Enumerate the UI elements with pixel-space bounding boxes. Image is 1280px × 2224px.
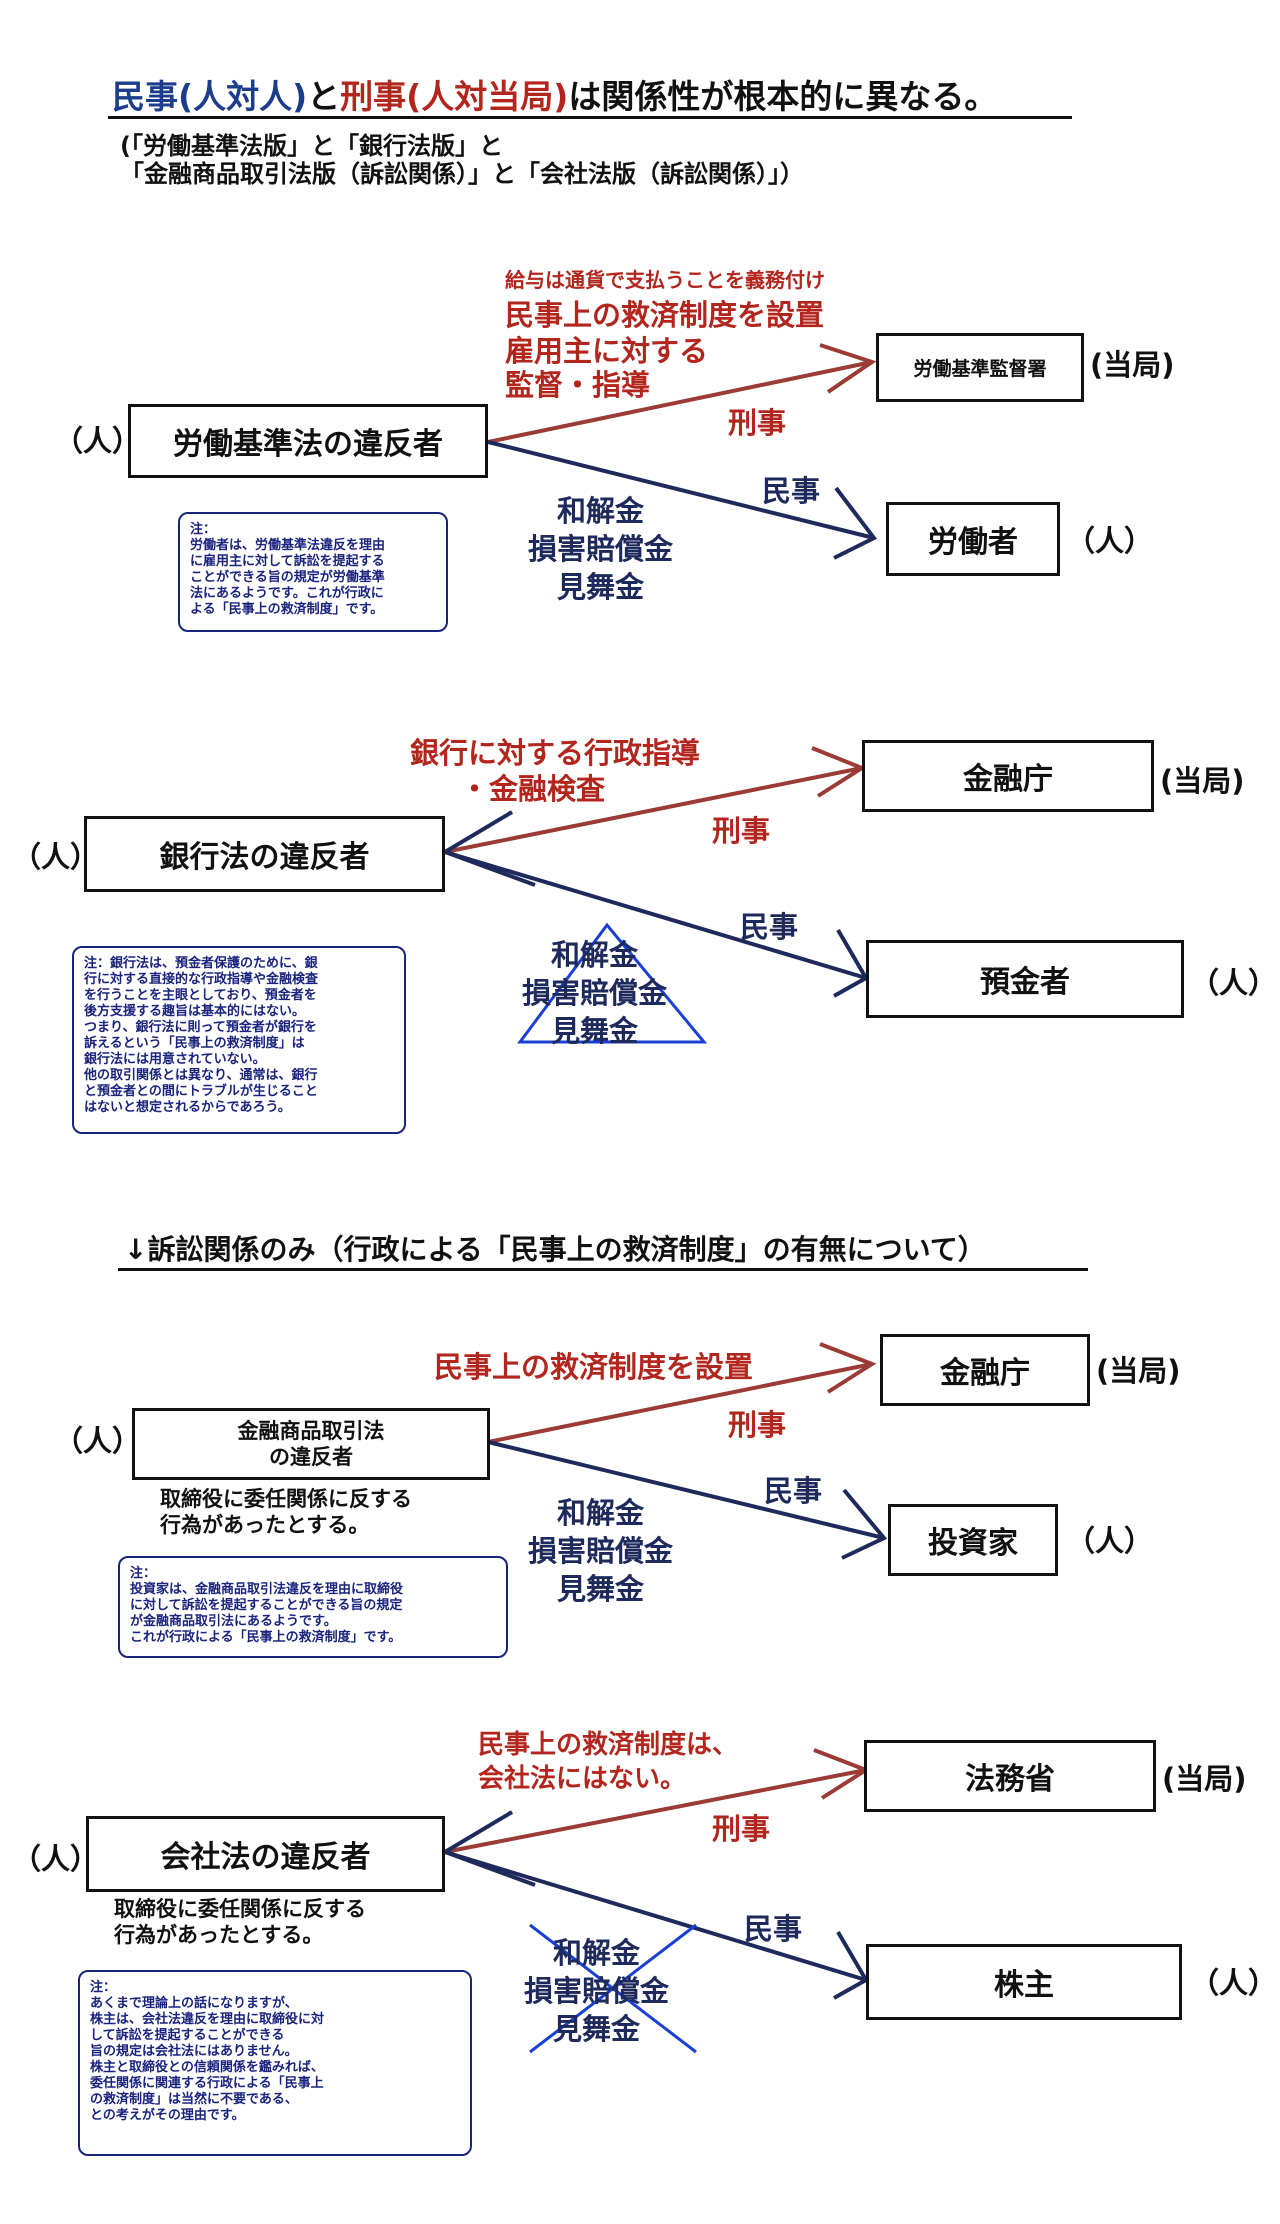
s4-civil-box: 株主: [866, 1944, 1182, 2020]
s3-civil-person-label: （人）: [1066, 1524, 1154, 1558]
s3-person-label: （人）: [54, 1424, 142, 1458]
s3-authority-label: (当局): [1096, 1354, 1181, 1388]
page-title: 民事(人対人)と刑事(人対当局)は関係性が根本的に異なる。: [112, 70, 997, 118]
s2-remedy-mimai: 見舞金: [551, 1014, 639, 1048]
s3-violator-box: 金融商品取引法 の違反者: [132, 1408, 490, 1480]
s2-minji-label: 民事: [740, 910, 799, 944]
s3-under-text: 取締役に委任関係に反する 行為があったとする。: [160, 1486, 412, 1538]
s2-authority-label: (当局): [1160, 764, 1245, 798]
s2-civil-person-label: （人）: [1190, 966, 1278, 1000]
s3-criminal-arrow: [487, 1342, 877, 1444]
s4-under-line2: 行為があったとする。: [114, 1923, 324, 1947]
s1-civil-box: 労働者: [886, 502, 1060, 576]
s2-remedy-wakaikin: 和解金: [551, 938, 639, 972]
s4-violator-box: 会社法の違反者: [86, 1816, 445, 1892]
s1-minji-label: 民事: [762, 474, 821, 508]
s3-minji-label: 民事: [764, 1474, 823, 1508]
s4-remedies: 和解金 損害賠償金 見舞金: [524, 1934, 669, 2048]
s2-red-line1: 銀行に対する行政指導: [410, 736, 701, 770]
s4-remedy-mimai: 見舞金: [553, 2012, 641, 2046]
s1-person-label: （人）: [54, 424, 142, 458]
s4-civil-person-label: （人）: [1190, 1966, 1278, 2000]
s3-violator-line2: の違反者: [269, 1445, 353, 1469]
s3-violator-line1: 金融商品取引法: [237, 1419, 385, 1443]
s2-violator-box: 銀行法の違反者: [84, 816, 445, 892]
s1-keiji-label: 刑事: [728, 406, 787, 440]
s3-under-line2: 行為があったとする。: [160, 1513, 370, 1537]
divider-heading: ↓訴訟関係のみ（行政による「民事上の救済制度」の有無について）: [124, 1233, 986, 1266]
s4-under-text: 取締役に委任関係に反する 行為があったとする。: [114, 1896, 366, 1948]
s4-keiji-label: 刑事: [712, 1812, 771, 1846]
s1-red-line4: 監督・指導: [505, 368, 651, 402]
s1-criminal-arrow: [487, 343, 877, 444]
s1-remedy-songai: 損害賠償金: [528, 532, 674, 566]
s1-note: 注： 労働者は、労働基準法違反を理由 に雇用主に対して訴訟を提起する ことができ…: [178, 512, 448, 632]
s2-triangle-mark: [517, 922, 708, 1044]
s3-note: 注： 投資家は、金融商品取引法違反を理由に取締役 に対して訴訟を提起することがで…: [118, 1556, 508, 1658]
s1-authority-box: 労働基準監督署: [876, 333, 1084, 402]
s4-cross-mark: [529, 1923, 697, 2054]
s4-under-line1: 取締役に委任関係に反する: [114, 1897, 366, 1921]
s4-authority-label: (当局): [1162, 1762, 1247, 1796]
s2-remedies: 和解金 損害賠償金 見舞金: [522, 936, 667, 1050]
s2-keiji-label: 刑事: [712, 814, 771, 848]
s2-red-line2: ・金融検査: [460, 772, 606, 806]
subtitle-line1: (「労働基準法版」と「銀行法版」と: [120, 132, 503, 160]
s3-remedy-songai: 損害賠償金: [528, 1534, 674, 1568]
s4-red-line1: 民事上の救済制度は、: [478, 1730, 739, 1760]
s3-remedy-wakaikin: 和解金: [557, 1496, 645, 1530]
s3-keiji-label: 刑事: [728, 1408, 787, 1442]
title-and: と: [307, 77, 341, 116]
s2-authority-box: 金融庁: [862, 740, 1154, 812]
s1-remedy-wakaikin: 和解金: [557, 494, 645, 528]
s3-civil-box: 投資家: [888, 1504, 1058, 1576]
s4-person-label: （人）: [12, 1842, 100, 1876]
s4-remedy-songai: 損害賠償金: [524, 1974, 670, 2008]
s4-red-line2: 会社法にはない。: [478, 1764, 687, 1794]
s2-note: 注：銀行法は、預金者保護のために、銀 行に対する直接的な行政指導や金融検査 を行…: [72, 946, 406, 1134]
s1-red-line3: 雇用主に対する: [505, 334, 709, 368]
s2-remedy-songai: 損害賠償金: [522, 976, 668, 1010]
s1-red-line2: 民事上の救済制度を設置: [505, 298, 825, 332]
s1-civil-person-label: （人）: [1066, 524, 1154, 558]
s3-red-line: 民事上の救済制度を設置: [434, 1350, 754, 1384]
divider-underline: [118, 1268, 1088, 1271]
s4-authority-box: 法務省: [864, 1740, 1156, 1812]
s3-under-line1: 取締役に委任関係に反する: [160, 1487, 412, 1511]
s3-civil-arrow: [487, 1440, 888, 1560]
s3-remedies: 和解金 損害賠償金 見舞金: [528, 1494, 673, 1608]
title-criminal: 刑事(人対当局): [340, 77, 569, 116]
title-rest: は関係性が根本的に異なる。: [568, 77, 998, 116]
s3-authority-box: 金融庁: [880, 1334, 1090, 1406]
s4-note: 注： あくまで理論上の話になりますが、 株主は、会社法違反を理由に取締役に対 し…: [78, 1970, 472, 2156]
title-civil: 民事(人対人): [112, 77, 308, 116]
subtitle-line2: 「金融商品取引法版（訴訟関係）」と「会社法版（訴訟関係）」）: [120, 160, 804, 188]
s1-violator-box: 労働基準法の違反者: [128, 404, 488, 478]
s1-civil-arrow: [487, 440, 878, 560]
s1-remedies: 和解金 損害賠償金 見舞金: [528, 492, 673, 606]
s1-red-line1: 給与は通貨で支払うことを義務付け: [505, 268, 825, 292]
s1-authority-label: (当局): [1090, 348, 1175, 382]
s1-remedy-mimai: 見舞金: [557, 570, 645, 604]
s4-minji-label: 民事: [744, 1912, 803, 1946]
title-underline: [108, 116, 1072, 119]
s4-remedy-wakaikin: 和解金: [553, 1936, 641, 1970]
s3-remedy-mimai: 見舞金: [557, 1572, 645, 1606]
s2-civil-box: 預金者: [866, 940, 1184, 1018]
